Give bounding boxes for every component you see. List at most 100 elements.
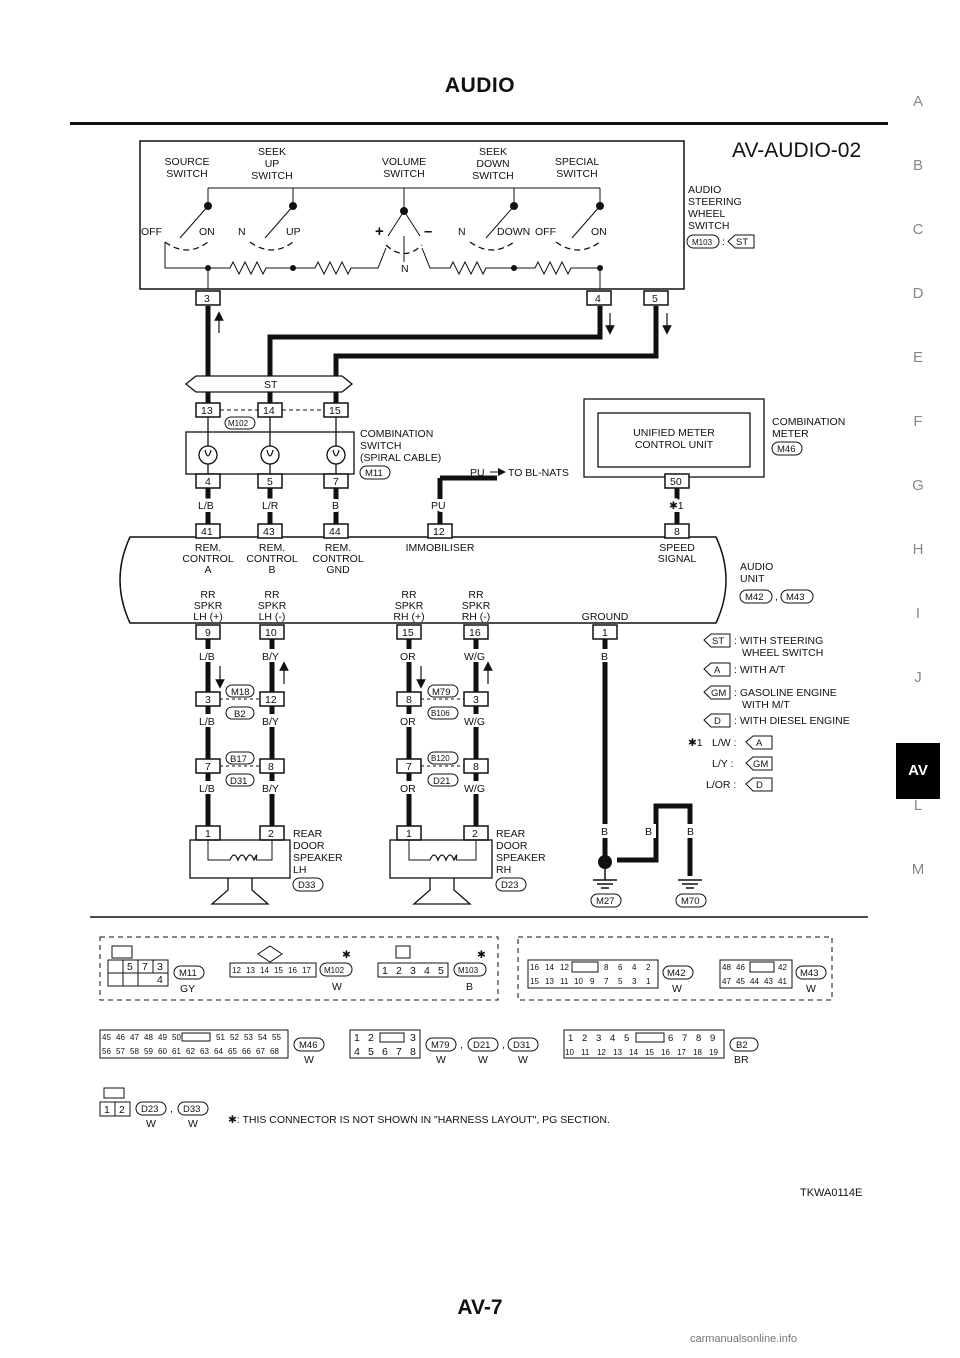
side-index-h[interactable]: H (912, 541, 924, 558)
svg-text:W: W (806, 983, 816, 995)
connector-2pin-cells: 1 2 (104, 1104, 125, 1116)
side-index-a[interactable]: A (912, 93, 923, 110)
svg-text:45: 45 (102, 1033, 111, 1042)
svg-text:46: 46 (736, 963, 745, 972)
svg-text:16: 16 (469, 627, 481, 639)
svg-text:13: 13 (201, 405, 213, 417)
svg-text:5: 5 (618, 977, 623, 986)
side-index-l[interactable]: L (913, 797, 923, 814)
svg-text:10: 10 (574, 977, 583, 986)
svg-text:51: 51 (216, 1033, 225, 1042)
svg-text:GY: GY (180, 983, 195, 995)
svg-text:5: 5 (624, 1033, 629, 1044)
side-index-d[interactable]: D (912, 285, 924, 302)
svg-text:B: B (601, 651, 608, 663)
svg-text:SIGNAL: SIGNAL (658, 553, 697, 565)
svg-text:3: 3 (204, 293, 210, 305)
svg-text:LH: LH (293, 864, 306, 876)
side-index-c[interactable]: C (912, 221, 924, 238)
harness-wires-upper (205, 306, 659, 376)
switch-titles: SOURCE SWITCH SEEK UP SWITCH VOLUME SWIT… (165, 146, 600, 182)
steering-switch-name: AUDIO STEERING WHEEL SWITCH (688, 184, 742, 232)
connector-badge-m102-table (319, 962, 353, 977)
svg-text:7: 7 (396, 1046, 402, 1058)
side-index-m[interactable]: M (911, 861, 925, 878)
svg-text:43: 43 (263, 526, 275, 538)
svg-text:DOOR: DOOR (496, 840, 528, 852)
svg-text:4: 4 (632, 963, 637, 972)
svg-text:2: 2 (368, 1032, 374, 1044)
svg-text:: WITH STEERING: : WITH STEERING (734, 635, 823, 647)
svg-text:8: 8 (473, 761, 479, 773)
svg-text:1: 1 (646, 977, 651, 986)
svg-text:1: 1 (568, 1033, 573, 1044)
svg-text:SWITCH: SWITCH (472, 170, 513, 182)
svg-text:11: 11 (560, 977, 569, 986)
svg-text:L/B: L/B (199, 651, 215, 663)
connector-8pin-cells: 1 2 3 4 5 6 7 8 (354, 1032, 416, 1058)
svg-text:W: W (436, 1054, 446, 1066)
diagram-code: AV-AUDIO-02 (732, 139, 861, 162)
svg-text:CONTROL: CONTROL (312, 553, 363, 565)
side-index-g[interactable]: G (912, 477, 924, 494)
meter-name: COMBINATION METER (772, 416, 845, 440)
side-index-f[interactable]: F (913, 413, 923, 430)
svg-text:7: 7 (604, 977, 609, 986)
connector-group-2 (517, 936, 833, 1001)
svg-text:SWITCH: SWITCH (688, 220, 729, 232)
connector-badge-d21-table (467, 1037, 499, 1052)
svg-text:42: 42 (778, 963, 787, 972)
svg-text:M43: M43 (786, 592, 804, 603)
svg-text:7: 7 (406, 761, 412, 773)
side-index-i[interactable]: I (915, 605, 921, 622)
svg-text:50: 50 (172, 1033, 181, 1042)
meter-unit-label: UNIFIED METER CONTROL UNIT (633, 427, 715, 451)
svg-text:1: 1 (205, 828, 211, 840)
connector-badge-m46-table (293, 1037, 325, 1052)
svg-text:L/Y :: L/Y : (712, 758, 733, 770)
svg-text:ST: ST (712, 636, 724, 647)
signal-arrows (214, 311, 672, 335)
svg-text:ST: ST (736, 237, 748, 248)
connector-badge-m43 (780, 589, 814, 604)
svg-text:SPKR: SPKR (194, 600, 223, 612)
svg-text:SWITCH: SWITCH (251, 170, 292, 182)
svg-text:5: 5 (368, 1046, 374, 1058)
side-index-b[interactable]: B (912, 157, 923, 174)
left-chain-connector-2: 7 8 B17 D31 (195, 751, 285, 787)
side-index-e[interactable]: E (912, 349, 923, 366)
svg-text:3: 3 (473, 694, 479, 706)
svg-text:D31: D31 (230, 776, 247, 787)
lower-wire-colors: L/B B/Y OR W/G B L/B B/Y OR W/G L/B B/Y … (199, 651, 694, 838)
svg-text:13: 13 (613, 1048, 622, 1057)
figure-code: TKWA0114E (800, 1187, 863, 1199)
svg-text:12: 12 (433, 526, 445, 538)
svg-text:RR: RR (401, 589, 417, 601)
meter-pin-50 (664, 473, 690, 489)
side-index-av[interactable]: AV (896, 743, 940, 799)
connector-badge-d23-table (135, 1101, 167, 1116)
connector-badge-m103 (686, 234, 720, 249)
right-chain-connector-1: 8 3 M79 B106 (396, 684, 489, 720)
svg-text:6: 6 (382, 1046, 388, 1058)
svg-text:5: 5 (267, 476, 273, 488)
svg-text:AUDIO: AUDIO (740, 561, 773, 573)
svg-text:M102: M102 (324, 966, 345, 975)
svg-text:14: 14 (260, 966, 269, 975)
svg-text:: WITH DIESEL ENGINE: : WITH DIESEL ENGINE (734, 715, 850, 727)
svg-text:L/R: L/R (262, 500, 279, 512)
svg-text:PU: PU (431, 500, 446, 512)
connector-badge-m79-table (425, 1037, 457, 1052)
svg-text:B: B (332, 500, 339, 512)
audio-unit-bottom-pins: 9 10 15 16 1 (195, 624, 618, 640)
svg-text:PU: PU (431, 500, 446, 512)
connector-b2-cells: 1 2 3 4 5 6 7 8 9 (568, 1033, 715, 1044)
connector-badge-m11 (359, 465, 391, 480)
side-index-j[interactable]: J (914, 669, 922, 686)
svg-text:3: 3 (205, 694, 211, 706)
connector-m102-cells: 12 13 14 15 16 17 (232, 966, 311, 975)
svg-text:15: 15 (402, 627, 414, 639)
svg-text:W/G: W/G (464, 651, 485, 663)
connector-b2-face (563, 1029, 725, 1059)
